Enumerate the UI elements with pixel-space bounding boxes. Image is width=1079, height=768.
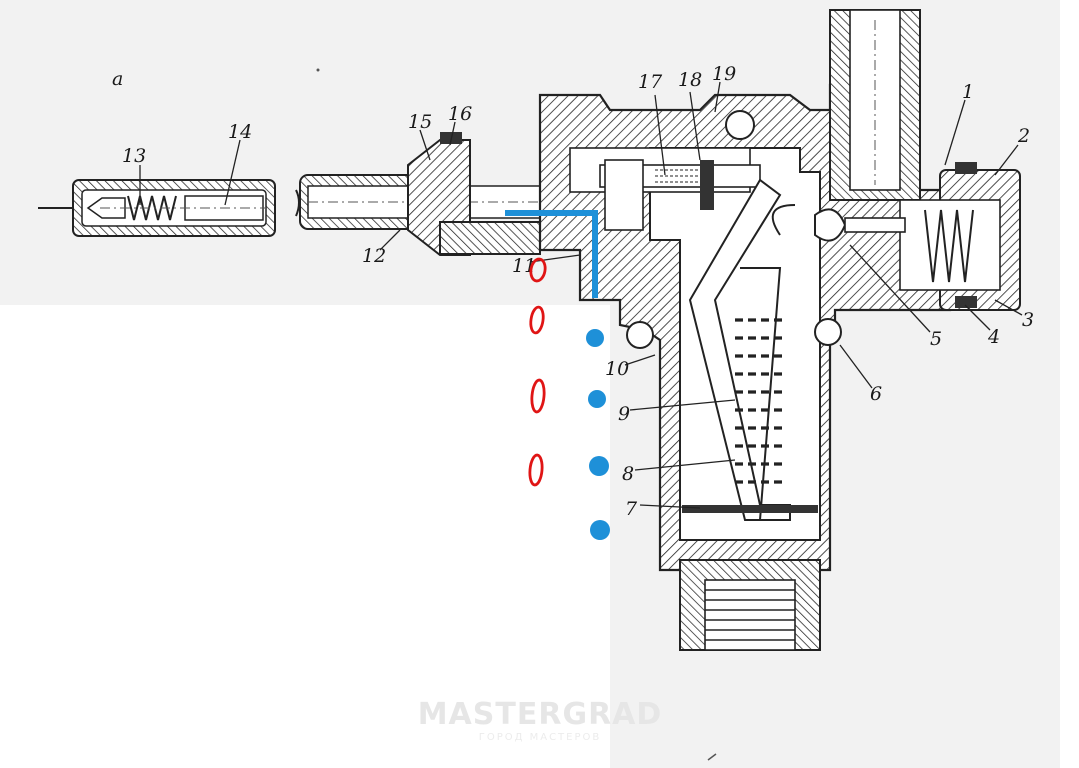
red-mark [529, 305, 545, 335]
part-label-5: 5 [930, 328, 942, 350]
leak-path-annotation [505, 210, 610, 540]
part-label-14: 14 [228, 121, 252, 143]
scan-speck [707, 753, 717, 761]
leak-drop [588, 390, 606, 408]
part-label-16: 16 [448, 103, 472, 125]
probe-cartridge [38, 179, 276, 237]
leak-path-line [505, 210, 598, 298]
part-label-12: 12 [362, 245, 386, 267]
valve-body [538, 9, 1021, 651]
watermark-tagline: ГОРОД МАСТЕРОВ [479, 732, 602, 743]
part-label-7: 7 [625, 498, 638, 520]
watermark: MASTERGRAD ГОРОД МАСТЕРОВ [418, 697, 663, 743]
part-label-2: 2 [1017, 125, 1030, 147]
leak-drop [586, 329, 604, 347]
part-label-3: 3 [1022, 309, 1034, 331]
part-label-1: 1 [962, 81, 974, 103]
part-label-9: 9 [618, 403, 630, 425]
leak-drop [590, 520, 610, 540]
part-label-17: 17 [638, 71, 663, 93]
red-mark [528, 453, 544, 487]
part-label-6: 6 [870, 383, 882, 405]
part-label-13: 13 [122, 145, 146, 167]
figure-label: a [112, 68, 123, 90]
part-label-8: 8 [622, 463, 634, 485]
red-mark [529, 257, 547, 283]
part-label-10: 10 [605, 358, 629, 380]
scan-speck [316, 68, 320, 72]
part-label-15: 15 [408, 111, 432, 133]
part-label-4: 4 [987, 326, 1000, 348]
part-label-18: 18 [678, 69, 702, 91]
red-marks [528, 257, 547, 487]
red-mark [530, 378, 546, 414]
watermark-brand: MASTERGRAD [418, 697, 663, 732]
part-label-19: 19 [712, 63, 736, 85]
leak-drop [589, 456, 609, 476]
leader-lines [139, 81, 1023, 509]
